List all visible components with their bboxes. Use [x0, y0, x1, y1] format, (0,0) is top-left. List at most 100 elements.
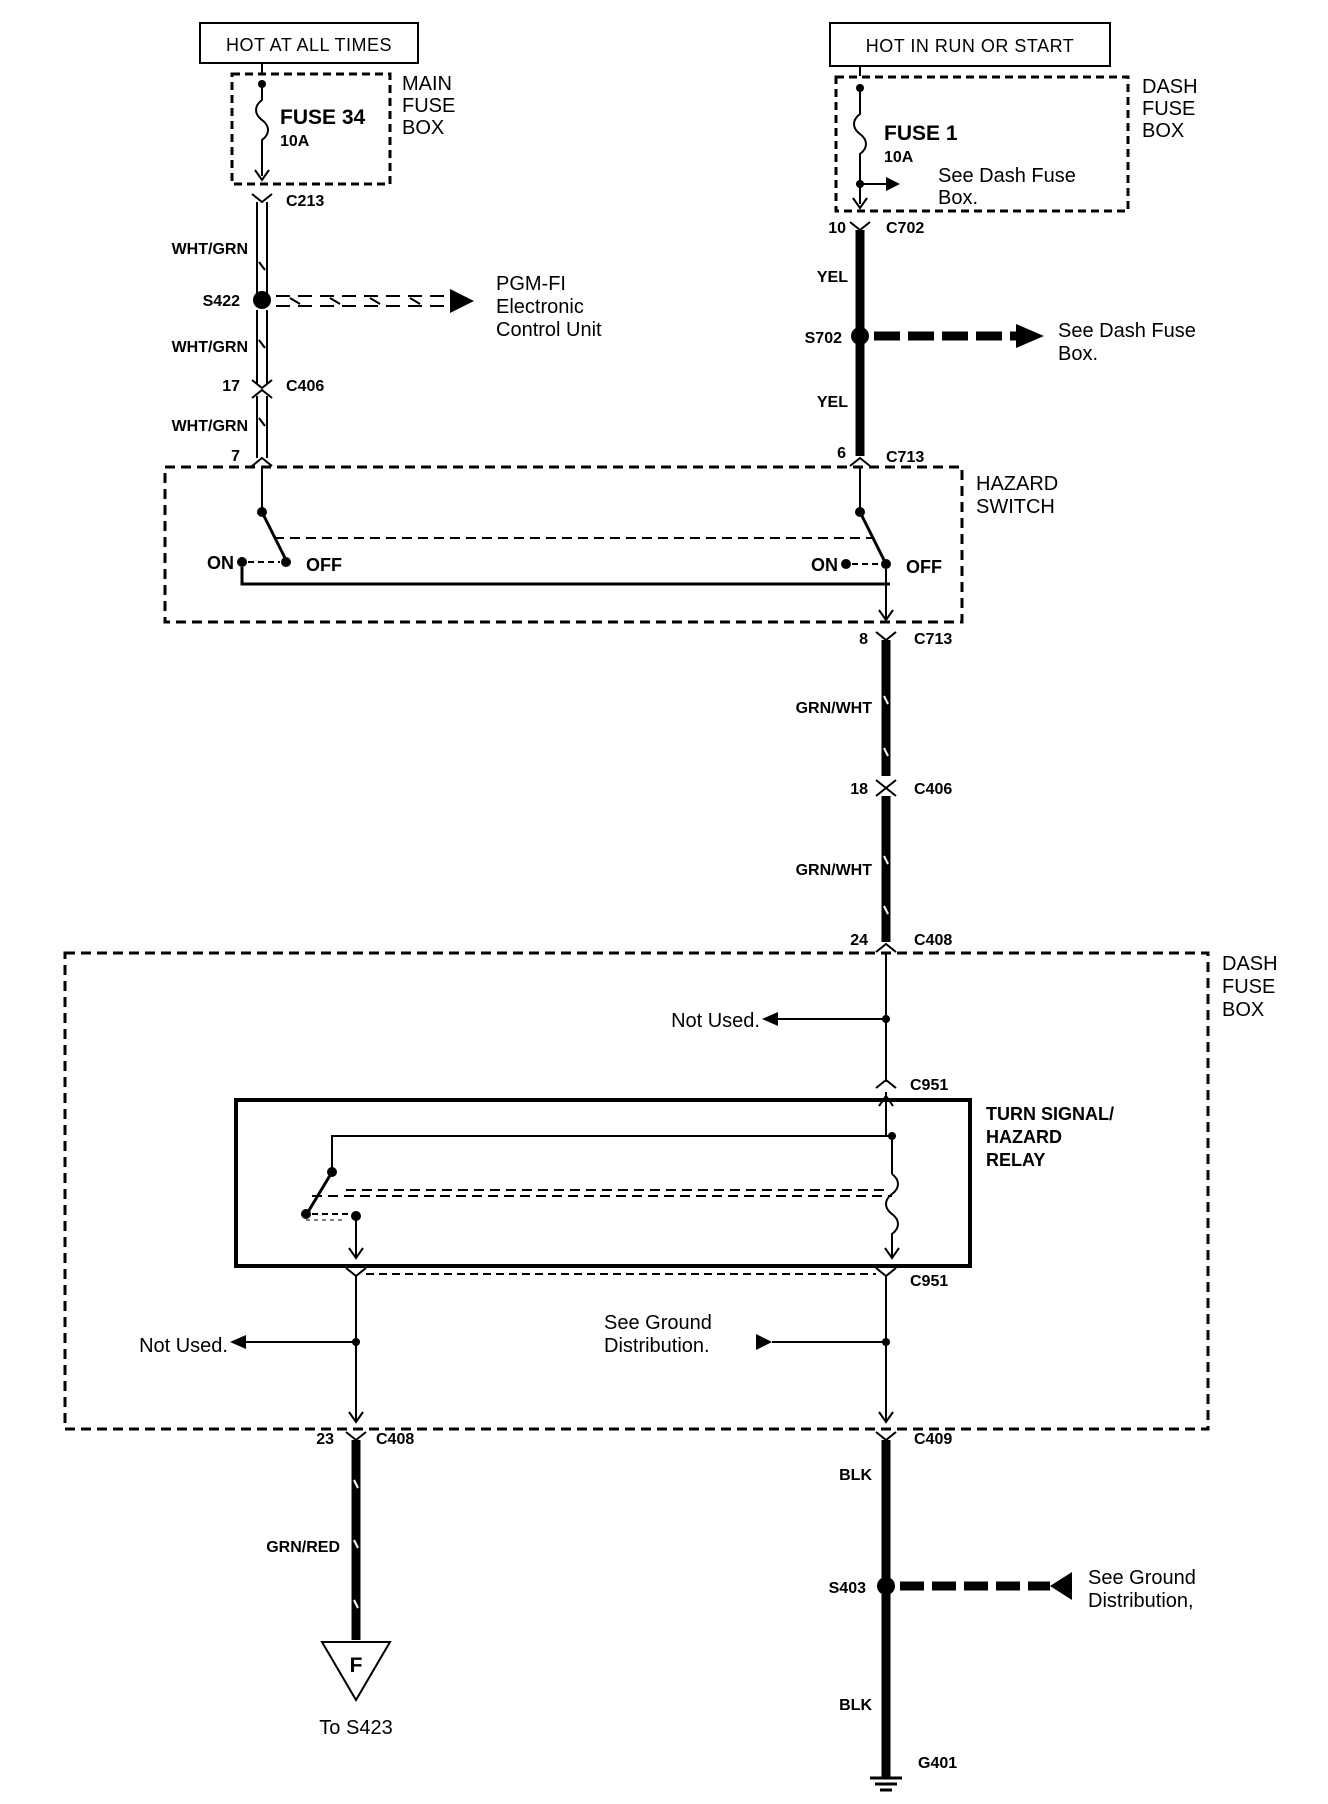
s702-branch-arrow	[1016, 324, 1044, 348]
fuse-34-down-arrow	[254, 169, 270, 182]
c406-left-label: C406	[286, 378, 324, 395]
yel-label-1: YEL	[817, 269, 848, 286]
grn-wht-stripe-2	[883, 747, 889, 757]
grn-wht-stripe-3	[883, 855, 889, 865]
fuse-34-rating: 10A	[280, 133, 310, 150]
pgm-fi-label-2: Electronic	[496, 296, 584, 318]
to-s423-label: To S423	[319, 1717, 392, 1739]
c409-label: C409	[914, 1431, 952, 1448]
terminal-f-triangle	[320, 1641, 392, 1702]
grn-red-stripe-1	[353, 1479, 359, 1489]
dash-fuse-box-top: DASH FUSE BOX FUSE 1 10A See Dash Fuse B…	[834, 75, 1198, 213]
c406-left-pin: 17	[222, 378, 240, 395]
right-switch-on-label: ON	[811, 555, 838, 575]
c713-bottom-label: C713	[914, 631, 952, 648]
s702-dest-1: See Dash Fuse	[1058, 320, 1196, 342]
ground-icon	[870, 1776, 902, 1792]
relay-coil-arrow	[884, 1247, 900, 1260]
blk-label-2: BLK	[839, 1697, 872, 1714]
left-header-text: HOT AT ALL TIMES	[226, 35, 392, 55]
fuse-1-note-2: Box.	[938, 187, 978, 209]
relay-no-arrow	[348, 1247, 364, 1260]
right-header-box	[829, 22, 1111, 67]
lower-left-circuit: 23 C408 GRN/RED F To S423	[266, 1431, 414, 1739]
fuse-1-note-1: See Dash Fuse	[938, 165, 1076, 187]
on-contact-tie	[240, 567, 890, 586]
left-circuit: C213 WHT/GRN S422 PGM-FI Electronic Cont…	[172, 193, 602, 467]
s403-flag	[1050, 1572, 1072, 1600]
c951-top-label: C951	[910, 1077, 948, 1094]
right-switch-on-contact	[841, 559, 851, 569]
grn-wht-stripe-4	[883, 905, 889, 915]
c702-label: C702	[886, 220, 924, 237]
c713-bottom-connector	[875, 631, 897, 642]
s403-note-1: See Ground	[1088, 1567, 1196, 1589]
hazard-switch-label-1: HAZARD	[976, 473, 1058, 495]
s422-branch-stripes	[289, 297, 421, 305]
dash-fuse-box-bottom-label-1: DASH	[1222, 953, 1278, 975]
wht-grn-label-1: WHT/GRN	[172, 241, 248, 258]
hazard-switch-outline	[163, 465, 964, 624]
fuse-1-name: FUSE 1	[884, 122, 958, 145]
pgm-fi-label-3: Control Unit	[496, 319, 602, 341]
not-used-top-label: Not Used.	[671, 1010, 760, 1032]
fuse-34-symbol	[255, 88, 269, 176]
c408-top-pin: 24	[850, 932, 868, 949]
lower-left-arrow	[348, 1411, 364, 1424]
wht-grn-stripe-2	[258, 339, 266, 349]
right-circuit: 10 C702 YEL S702 See Dash Fuse Box. YEL …	[805, 220, 1196, 467]
dash-fuse-box-top-outline	[834, 75, 1130, 213]
c408-bottom-connector	[345, 1431, 367, 1442]
c951-top-connector	[875, 1078, 897, 1089]
dash-fuse-box-top-label-1: DASH	[1142, 76, 1198, 98]
pgm-fi-label-1: PGM-FI	[496, 273, 566, 295]
right-switch-off-label: OFF	[906, 557, 942, 577]
c408-bottom-label: C408	[376, 1431, 414, 1448]
s422-branch-arrow	[450, 289, 474, 313]
g401-label: G401	[918, 1755, 957, 1772]
left-source: HOT AT ALL TIMES	[199, 22, 419, 74]
c409-connector	[875, 1431, 897, 1442]
yel-label-2: YEL	[817, 394, 848, 411]
fuse-1-symbol	[853, 92, 867, 204]
right-header-text: HOT IN RUN OR START	[866, 36, 1075, 56]
ground-dist-label-2: Distribution.	[604, 1335, 710, 1357]
left-header-box	[199, 22, 419, 64]
not-used-bottom-arrow	[230, 1335, 246, 1349]
left-switch-off-label: OFF	[306, 555, 342, 575]
relay-label-2: HAZARD	[986, 1127, 1062, 1147]
c713-right-connector	[849, 456, 871, 467]
dash-fuse-box-bottom-label-2: FUSE	[1222, 976, 1275, 998]
terminal-f-letter: F	[350, 1654, 363, 1677]
relay-blade	[306, 1171, 334, 1213]
c951-bottom-right-connector	[875, 1267, 897, 1278]
grn-wht-label-1: GRN/WHT	[796, 700, 873, 717]
right-switch-off-contact	[881, 559, 891, 569]
lower-right-arrow	[878, 1411, 894, 1424]
grn-red-label: GRN/RED	[266, 1539, 340, 1556]
c702-pin: 10	[828, 220, 846, 237]
grn-red-stripe-2	[353, 1539, 359, 1549]
lower-right-circuit: C409 BLK S403 See Ground Distribution, B…	[829, 1431, 1196, 1792]
not-used-top-arrow	[762, 1012, 778, 1026]
c951-bottom-left-connector	[345, 1267, 367, 1278]
hazard-switch: HAZARD SWITCH ON OFF ON OFF	[163, 465, 1058, 624]
c213-connector	[251, 193, 273, 204]
switch-output-arrow	[878, 609, 894, 622]
fuse-1-tap-arrow	[886, 177, 900, 191]
relay-label-1: TURN SIGNAL/	[986, 1104, 1114, 1124]
hazard-switch-label-2: SWITCH	[976, 496, 1055, 518]
relay-input-arrow	[878, 1094, 894, 1107]
grn-wht-stripe-1	[883, 695, 889, 705]
grn-red-stripe-3	[353, 1599, 359, 1609]
dash-fuse-box-bottom: DASH FUSE BOX Not Used. C951 TURN SIGNAL…	[63, 951, 1278, 1431]
s422-splice	[253, 291, 271, 309]
c408-top-label: C408	[914, 932, 952, 949]
main-fuse-box-outline	[230, 72, 392, 186]
c408-bottom-pin: 23	[316, 1431, 334, 1448]
grn-wht-label-2: GRN/WHT	[796, 862, 873, 879]
c713-right-label: C713	[886, 449, 924, 466]
middle-circuit: 8 C713 GRN/WHT 18 C406 GRN/WHT 24 C408	[796, 631, 952, 953]
dash-fuse-box-bottom-label-3: BOX	[1222, 999, 1264, 1021]
